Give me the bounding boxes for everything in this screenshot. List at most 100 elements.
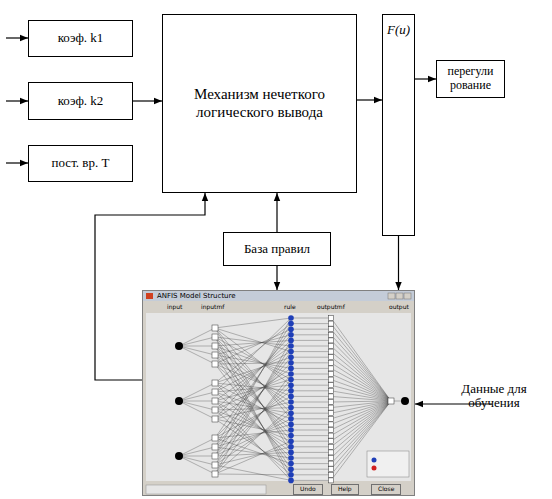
connector [276, 193, 277, 232]
anfis-window: ANFIS Model Structureinputinputmfruleout… [142, 290, 415, 496]
legend-dot [372, 466, 377, 471]
mf-node [212, 462, 218, 468]
title-button [396, 293, 403, 299]
connector [133, 100, 162, 101]
rule-node [288, 338, 294, 344]
rule-node [288, 332, 294, 338]
outmf-node [329, 338, 334, 343]
legend-panel [367, 451, 409, 477]
input-node [175, 342, 183, 350]
rule-node [288, 478, 294, 484]
input-node [175, 397, 183, 405]
outmf-node [329, 416, 334, 421]
outmf-node [329, 377, 334, 382]
rule-node [288, 461, 294, 467]
mf-node [212, 407, 218, 413]
status-bar [146, 485, 266, 494]
coefficient-box: коэф. k1 [28, 20, 133, 57]
outmf-node [329, 321, 334, 326]
input-node [175, 452, 183, 460]
title-bar [143, 291, 414, 301]
mf-node [212, 352, 218, 358]
rule-node [288, 349, 294, 355]
outmf-node [329, 456, 334, 461]
outmf-node [329, 472, 334, 477]
outmf-node [329, 422, 334, 427]
outmf-node [329, 400, 334, 405]
outmf-node [329, 388, 334, 393]
box-label: пост. вр. T [52, 156, 110, 171]
rule-node [288, 433, 294, 439]
mf-node [212, 389, 218, 395]
outmf-node [329, 433, 334, 438]
outmf-node [329, 383, 334, 388]
rule-node [288, 388, 294, 394]
outmf-node [329, 327, 334, 332]
rule-node [288, 422, 294, 428]
mf-node [212, 444, 218, 450]
rule-node [288, 326, 294, 332]
window-icon [146, 293, 153, 299]
legend-dot [372, 458, 377, 463]
outmf-node [329, 366, 334, 371]
layer-label: inputmf [201, 304, 224, 311]
rule-node [288, 315, 294, 321]
outmf-node [329, 355, 334, 360]
outmf-node [329, 344, 334, 349]
rule-node [288, 371, 294, 377]
connector [357, 99, 382, 100]
rule-node [288, 444, 294, 450]
layer-label: rule [284, 304, 296, 311]
button-label: Close [371, 484, 401, 495]
box-label: коэф. k1 [58, 31, 104, 46]
layer-label: outputmf [317, 304, 345, 311]
connector [276, 266, 277, 290]
sum-node [388, 398, 394, 404]
mf-node [212, 435, 218, 441]
rule-node [288, 466, 294, 472]
title-button [404, 293, 411, 299]
rule-node [288, 377, 294, 383]
window-title: ANFIS Model Structure [157, 292, 236, 300]
connector [398, 236, 399, 290]
input-arrow [6, 162, 28, 163]
plot-area [146, 313, 411, 481]
rule-node [288, 438, 294, 444]
outmf-node [329, 439, 334, 444]
rule-node [288, 360, 294, 366]
connector [415, 78, 436, 79]
rule-node [288, 410, 294, 416]
box-label: F(u) [387, 23, 410, 38]
outmf-node [329, 405, 334, 410]
outmf-node [329, 467, 334, 472]
rule-base-box: База правил [223, 232, 331, 266]
rule-node [288, 343, 294, 349]
outmf-node [329, 372, 334, 377]
outmf-node [329, 360, 334, 365]
coefficient-box: коэф. k2 [28, 82, 133, 120]
rule-node [288, 450, 294, 456]
rule-node [288, 399, 294, 405]
output-box: перегули рование [436, 60, 505, 98]
box-label: перегули рование [441, 65, 500, 93]
mf-node [212, 343, 218, 349]
mf-node [212, 380, 218, 386]
title-button [388, 293, 395, 299]
outmf-node [329, 411, 334, 416]
inference-box: Механизм нечеткого логического вывода [162, 14, 357, 193]
rule-node [288, 405, 294, 411]
rule-node [288, 366, 294, 372]
rule-node [288, 382, 294, 388]
mf-node [212, 398, 218, 404]
anfis-illustration [143, 291, 414, 495]
rule-node [288, 427, 294, 433]
mf-node [212, 416, 218, 422]
rule-node [288, 394, 294, 400]
outmf-node [329, 444, 334, 449]
output-node [401, 397, 409, 405]
outmf-node [329, 349, 334, 354]
outmf-node [329, 332, 334, 337]
rule-node [288, 321, 294, 327]
outmf-node [329, 428, 334, 433]
rule-node [288, 472, 294, 478]
